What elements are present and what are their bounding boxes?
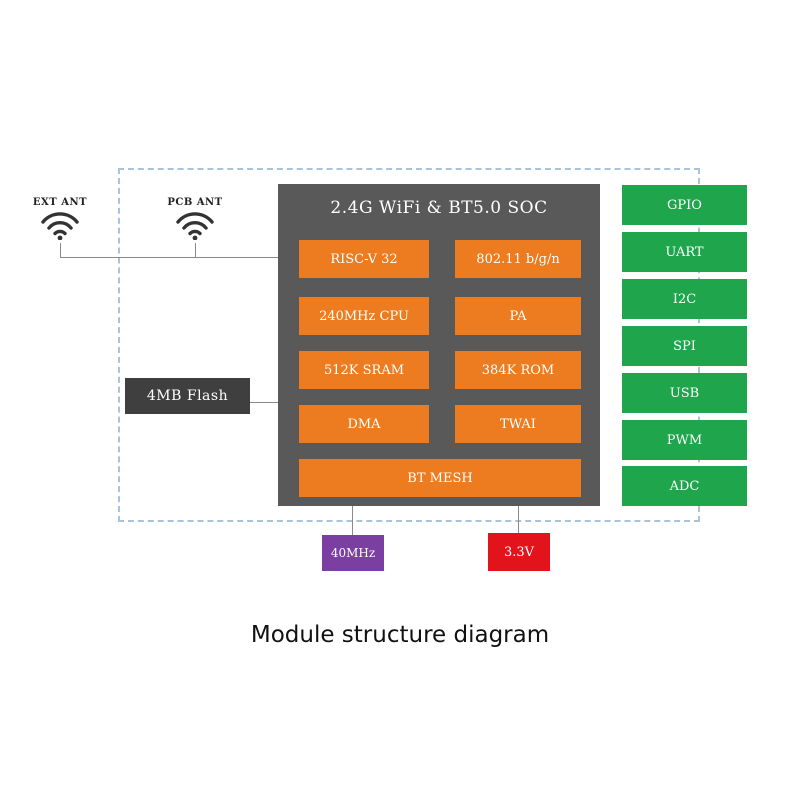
ext-antenna-feed-line [60,243,61,257]
flash-connection-line [250,402,278,403]
interface-usb: USB [622,373,747,413]
clock-connection-line [352,506,353,535]
soc-title: 2.4G WiFi & BT5.0 SOC [330,198,548,218]
power-block: 3.3V [488,533,550,571]
pcb-antenna: PCB ANT [165,197,225,240]
ext-antenna-label: EXT ANT [32,197,88,208]
wifi-standard-block: 802.11 b/g/n [455,240,581,278]
interface-uart: UART [622,232,747,272]
antenna-connection-line [60,257,278,258]
pcb-antenna-label: PCB ANT [167,197,223,208]
soc-block: 2.4G WiFi & BT5.0 SOC RISC-V 32 802.11 b… [278,184,600,506]
power-connection-line [518,506,519,533]
interface-i2c: I2C [622,279,747,319]
sram-block: 512K SRAM [299,351,429,389]
rom-block: 384K ROM [455,351,581,389]
ext-antenna: EXT ANT [30,197,90,240]
pa-block: PA [455,297,581,335]
twai-block: TWAI [455,405,581,443]
clock-block: 40MHz [322,535,384,571]
bt-mesh-block: BT MESH [299,459,581,497]
flash-block: 4MB Flash [125,378,250,414]
interface-adc: ADC [622,466,747,506]
dma-block: DMA [299,405,429,443]
wifi-icon [41,212,79,240]
pcb-antenna-feed-line [195,243,196,257]
interface-pwm: PWM [622,420,747,460]
wifi-icon [176,212,214,240]
interface-spi: SPI [622,326,747,366]
risc-v-block: RISC-V 32 [299,240,429,278]
interface-gpio: GPIO [622,185,747,225]
cpu-block: 240MHz CPU [299,297,429,335]
diagram-caption: Module structure diagram [250,622,550,648]
